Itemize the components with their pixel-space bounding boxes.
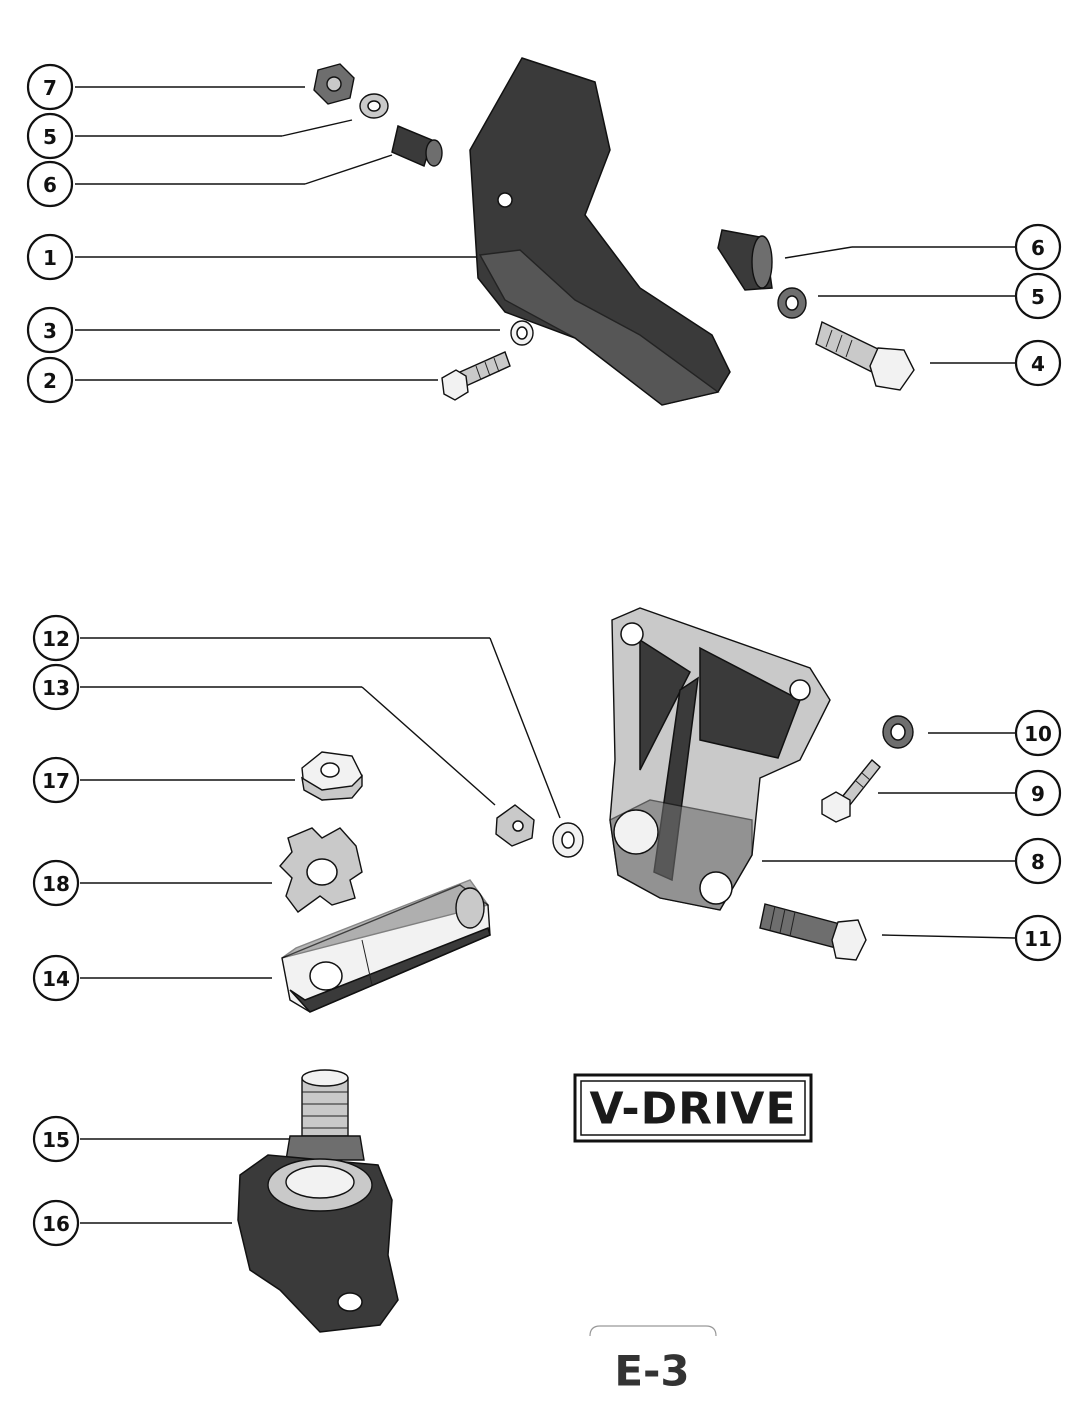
v-drive-label-box: V-DRIVE bbox=[573, 1073, 813, 1143]
callout-14: 14 bbox=[32, 954, 80, 1002]
callout-17: 17 bbox=[32, 756, 80, 804]
callout-11: 11 bbox=[1014, 914, 1062, 962]
washer-part-10 bbox=[882, 715, 914, 749]
callout-label: 11 bbox=[1024, 927, 1052, 951]
washer-part-5-right bbox=[777, 287, 807, 319]
spacer-part-6-right bbox=[717, 229, 773, 291]
bolt-part-11 bbox=[759, 903, 867, 961]
callout-1: 1 bbox=[26, 233, 74, 281]
bracket-part-8 bbox=[609, 607, 831, 911]
callout-5-upper-right: 5 bbox=[1014, 272, 1062, 320]
callout-label: 12 bbox=[42, 627, 70, 651]
callout-label: 10 bbox=[1024, 722, 1052, 746]
callout-label: 9 bbox=[1031, 782, 1045, 806]
callout-label: 17 bbox=[42, 769, 70, 793]
callout-label: 8 bbox=[1031, 850, 1045, 874]
callout-6-upper-right: 6 bbox=[1014, 223, 1062, 271]
nut-part-7 bbox=[313, 63, 355, 105]
callout-7: 7 bbox=[26, 63, 74, 111]
callout-label: 4 bbox=[1031, 352, 1045, 376]
spacer-part-6-left bbox=[391, 124, 443, 168]
stud-part-15 bbox=[285, 1069, 365, 1161]
callout-18: 18 bbox=[32, 859, 80, 907]
callout-label: 16 bbox=[42, 1212, 70, 1236]
callout-8: 8 bbox=[1014, 837, 1062, 885]
callout-9: 9 bbox=[1014, 769, 1062, 817]
washer-part-5-left bbox=[359, 93, 389, 119]
callout-label: 6 bbox=[1031, 236, 1045, 260]
callout-12: 12 bbox=[32, 614, 80, 662]
callout-label: 5 bbox=[43, 125, 57, 149]
callout-label: 5 bbox=[1031, 285, 1045, 309]
callout-2: 2 bbox=[26, 356, 74, 404]
callout-label: 18 bbox=[42, 872, 70, 896]
callout-10: 10 bbox=[1014, 709, 1062, 757]
callout-16: 16 bbox=[32, 1199, 80, 1247]
bracket-part-1 bbox=[469, 57, 731, 406]
page-label: E-3 bbox=[614, 1347, 689, 1396]
callout-label: 1 bbox=[43, 246, 57, 270]
washer-part-12 bbox=[552, 822, 584, 858]
callout-label: 6 bbox=[43, 173, 57, 197]
callout-6-upper-left: 6 bbox=[26, 160, 74, 208]
callout-label: 7 bbox=[43, 76, 57, 100]
square-nut-part-13 bbox=[495, 804, 535, 847]
bolt-part-4 bbox=[815, 321, 915, 391]
page-label-group: E-3 bbox=[589, 1325, 717, 1396]
callout-label: 3 bbox=[43, 319, 57, 343]
mount-base-part-16 bbox=[237, 1154, 399, 1333]
bolt-part-2 bbox=[441, 351, 511, 401]
callout-3: 3 bbox=[26, 306, 74, 354]
leader-lines bbox=[75, 86, 1016, 1224]
callout-13: 13 bbox=[32, 663, 80, 711]
callout-label: 13 bbox=[42, 676, 70, 700]
star-washer-part-18 bbox=[279, 827, 363, 913]
callout-label: 2 bbox=[43, 369, 57, 393]
hex-nut-part-17 bbox=[301, 751, 363, 801]
callout-15: 15 bbox=[32, 1115, 80, 1163]
callout-label: 15 bbox=[42, 1128, 70, 1152]
bolt-part-9 bbox=[821, 758, 881, 823]
callout-5-upper-left: 5 bbox=[26, 112, 74, 160]
callout-label: 14 bbox=[42, 967, 70, 991]
callout-4: 4 bbox=[1014, 339, 1062, 387]
clamp-bar-part-14 bbox=[281, 879, 491, 1013]
v-drive-label: V-DRIVE bbox=[590, 1084, 797, 1135]
washer-part-3 bbox=[510, 320, 534, 346]
